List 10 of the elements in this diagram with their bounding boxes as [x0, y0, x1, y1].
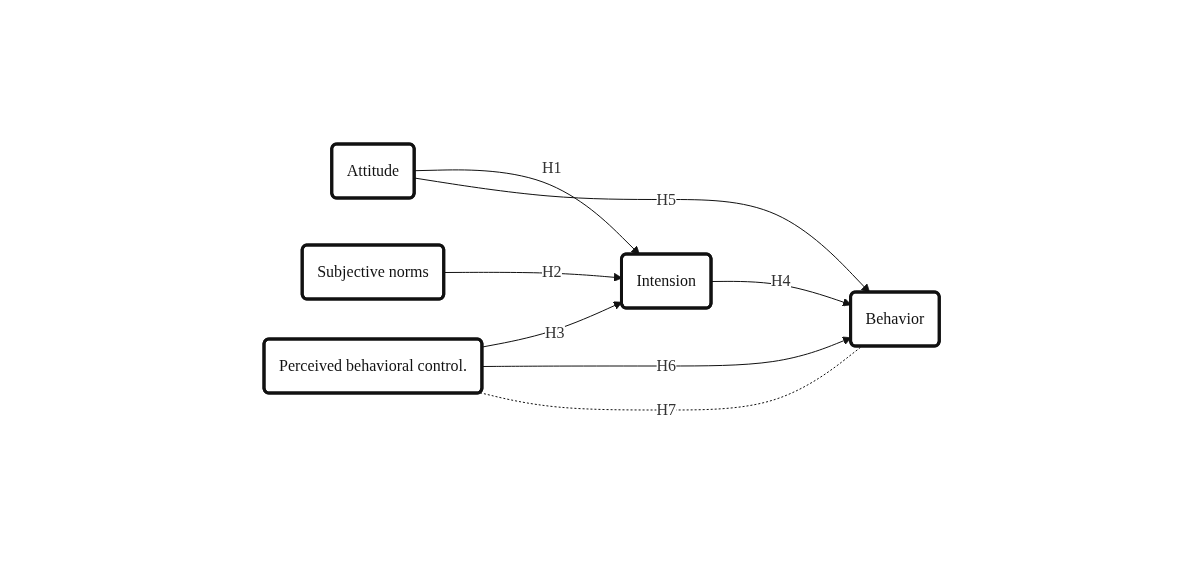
edge-label: H3 — [544, 323, 565, 341]
edge-label: H5 — [656, 190, 676, 208]
arrow — [414, 169, 640, 255]
edge-label: H4 — [770, 272, 791, 289]
edge-label: H2 — [541, 263, 562, 280]
edge-label: H1 — [541, 158, 562, 176]
edge-label: H7 — [656, 401, 676, 418]
edge-label: H6 — [656, 357, 676, 374]
arrow — [414, 177, 870, 293]
connector — [479, 346, 862, 411]
